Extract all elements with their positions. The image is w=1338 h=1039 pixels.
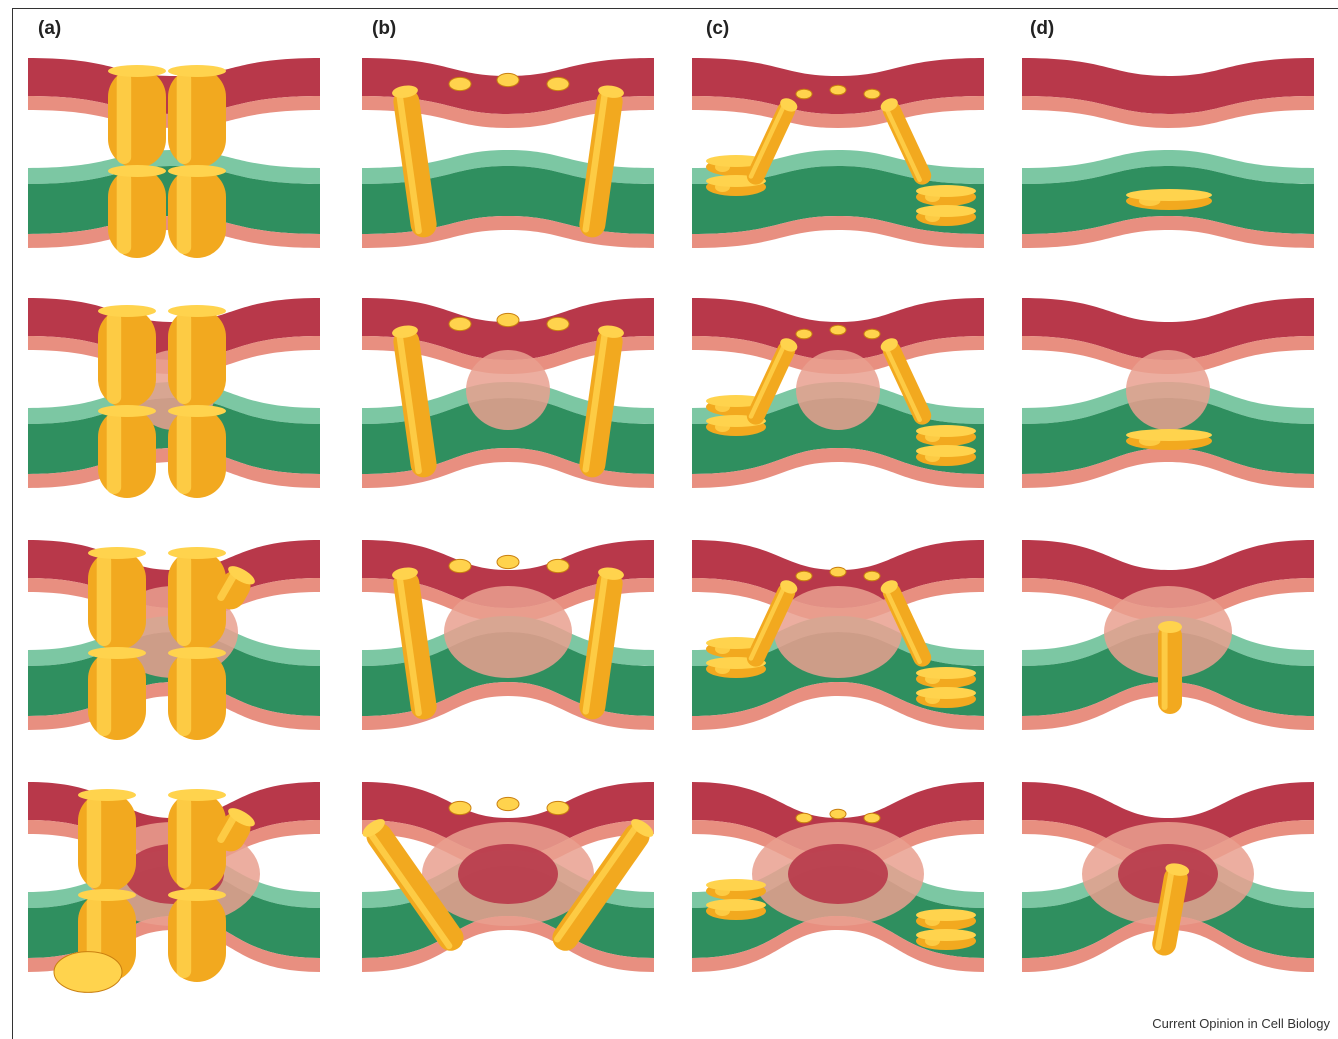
panel-b-2 (362, 298, 654, 513)
protein-head-disk (864, 813, 880, 823)
protein-head-disk (449, 559, 471, 572)
protein-head-disk (449, 801, 471, 814)
protein-ring-segment (168, 305, 226, 408)
protein-head-disk (497, 313, 519, 326)
panel-c-4-drawing (692, 782, 984, 997)
protein-rod-center (1126, 189, 1212, 210)
protein-head-disk (449, 317, 471, 330)
protein-helix-bundle-right (916, 929, 976, 950)
protein-head-disk (547, 801, 569, 814)
fusion-stalk (444, 586, 572, 678)
protein-head-disk (547, 77, 569, 90)
panel-b-3 (362, 540, 654, 755)
panel-b-4 (362, 782, 654, 997)
protein-head-disk (796, 813, 812, 823)
panel-c-4 (692, 782, 984, 997)
panel-a-2-drawing (28, 298, 320, 513)
protein-head-disk (497, 73, 519, 86)
protein-ring-segment (88, 647, 146, 740)
panel-d-2-drawing (1022, 298, 1314, 513)
protein-head-disk (830, 325, 846, 335)
protein-head-disk (497, 555, 519, 568)
panel-d-4-drawing (1022, 782, 1314, 997)
protein-helix-bundle-left (706, 899, 766, 920)
panel-d-2 (1022, 298, 1314, 513)
protein-helix-bundle-right (916, 667, 976, 688)
protein-head-disk (796, 571, 812, 581)
column-label-b: (b) (372, 18, 396, 40)
panel-d-3-drawing (1022, 540, 1314, 755)
protein-head-disk (497, 797, 519, 810)
protein-ring-segment (88, 547, 146, 650)
fusion-stalk (1126, 350, 1210, 430)
fusion-pore (788, 844, 888, 904)
protein-helix-bundle-right (916, 909, 976, 930)
panel-a-2 (28, 298, 320, 513)
panel-d-1-drawing (1022, 58, 1314, 273)
panel-c-3-drawing (692, 540, 984, 755)
protein-head-disk (830, 567, 846, 577)
column-label-a: (a) (38, 18, 61, 40)
protein-head-disk (864, 89, 880, 99)
protein-helix-bundle-right (916, 445, 976, 466)
protein-helix-bundle-left (706, 879, 766, 900)
protein-helix-bundle-right (916, 185, 976, 206)
panel-a-1 (28, 58, 320, 273)
column-label-c: (c) (706, 18, 729, 40)
panel-c-1 (692, 58, 984, 273)
panel-b-1-drawing (362, 58, 654, 273)
protein-ring-segment (168, 889, 226, 982)
protein-ring-segment (98, 305, 156, 408)
protein-head-disk (830, 809, 846, 819)
protein-rod-center (1158, 621, 1182, 714)
fusion-stalk (466, 350, 550, 430)
protein-head-disk (547, 317, 569, 330)
protein-ring-segment (78, 789, 136, 892)
protein-helix-bundle-right (916, 205, 976, 226)
protein-head-disk (547, 559, 569, 572)
protein-helix-bundle-right (916, 425, 976, 446)
fusion-pore (458, 844, 558, 904)
fusion-stalk (796, 350, 880, 430)
frame-left-border (12, 8, 13, 1039)
column-label-d: (d) (1030, 18, 1054, 40)
panel-d-1 (1022, 58, 1314, 273)
fusion-stalk (774, 586, 902, 678)
protein-head-disk (864, 571, 880, 581)
protein-ring-fragment (54, 952, 122, 993)
panel-b-1 (362, 58, 654, 273)
panel-c-2-drawing (692, 298, 984, 513)
protein-ring-segment (168, 647, 226, 740)
panel-b-2-drawing (362, 298, 654, 513)
panel-c-2 (692, 298, 984, 513)
panel-a-1-drawing (28, 58, 320, 273)
panel-c-3 (692, 540, 984, 755)
protein-head-disk (796, 89, 812, 99)
protein-ring-segment (168, 165, 226, 258)
protein-ring-segment (108, 165, 166, 258)
protein-head-disk (796, 329, 812, 339)
panel-b-3-drawing (362, 540, 654, 755)
protein-ring-segment (168, 405, 226, 498)
panel-a-4 (28, 782, 320, 997)
panel-a-4-drawing (28, 782, 320, 997)
panel-d-4 (1022, 782, 1314, 997)
protein-head-disk (830, 85, 846, 95)
panel-c-1-drawing (692, 58, 984, 273)
protein-head-disk (449, 77, 471, 90)
panel-a-3 (28, 540, 320, 755)
protein-rod-center (1126, 429, 1212, 450)
protein-head-disk (864, 329, 880, 339)
protein-ring-segment (108, 65, 166, 168)
frame-top-border (12, 8, 1338, 9)
protein-ring-segment (168, 65, 226, 168)
protein-ring-segment (98, 405, 156, 498)
journal-credit: Current Opinion in Cell Biology (1152, 1016, 1330, 1031)
panel-a-3-drawing (28, 540, 320, 755)
protein-helix-bundle-right (916, 687, 976, 708)
panel-b-4-drawing (362, 782, 654, 997)
panel-d-3 (1022, 540, 1314, 755)
